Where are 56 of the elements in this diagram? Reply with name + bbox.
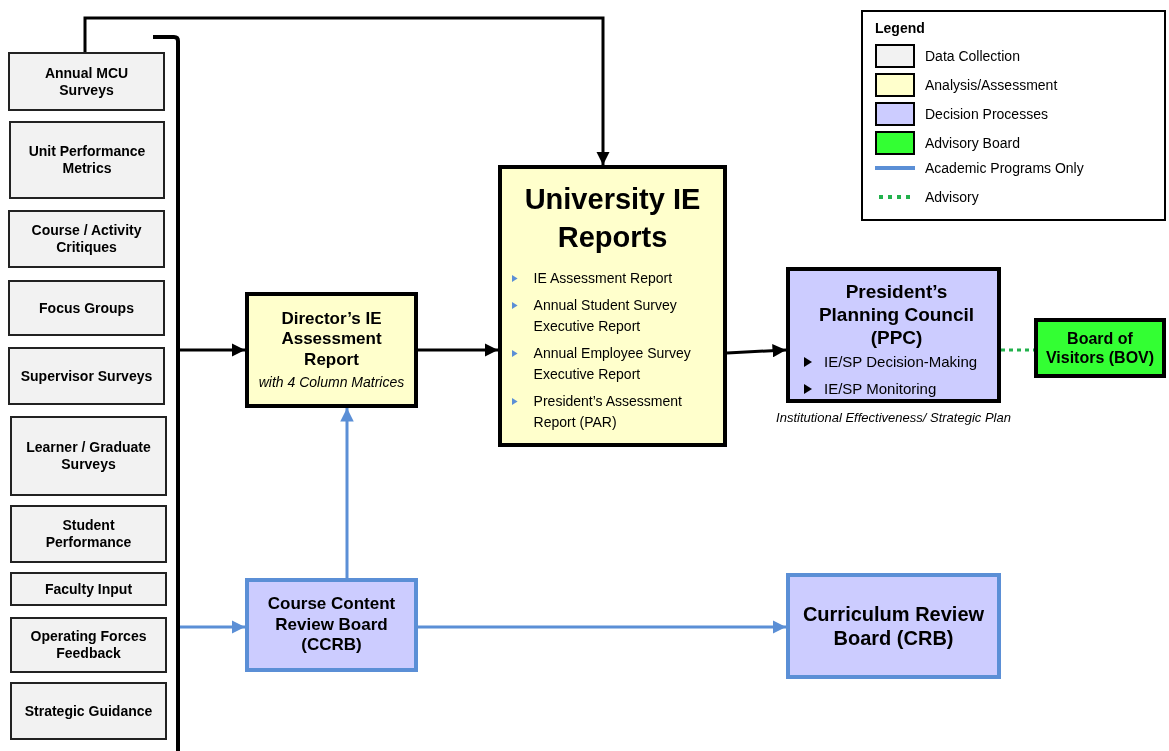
decision-box — [786, 573, 1001, 679]
decision-box — [786, 267, 1001, 403]
node-caption: Institutional Effectiveness/ Strategic Plan — [776, 409, 1011, 427]
arrow — [83, 16, 610, 165]
data-collection-box — [10, 505, 167, 563]
advisory-board-box — [1034, 318, 1166, 378]
legend-label: Advisory Board — [925, 135, 1020, 151]
bullet-item: President’s Assessment Report (PAR) — [533, 392, 683, 433]
box-subtitle: with 4 Column Matrices — [258, 374, 405, 391]
dotted-connector — [1001, 348, 1034, 352]
box-label: Focus Groups — [39, 299, 134, 317]
box-label: Faculty Input — [44, 580, 133, 598]
data-collection-box — [9, 121, 165, 199]
data-collection-box — [8, 280, 165, 336]
arrow — [418, 343, 498, 357]
legend-label: Advisory — [925, 189, 979, 205]
bracket-bar — [150, 34, 182, 751]
box-label: Supervisor Surveys — [20, 367, 153, 385]
box-label: Course / Activity Critiques — [30, 222, 143, 256]
analysis-box — [245, 292, 418, 408]
legend-label: Analysis/Assessment — [925, 77, 1058, 93]
box-label: Course Content Review Board (CCRB) — [266, 594, 397, 656]
data-collection-box — [10, 572, 167, 606]
box-label: Student Performance — [44, 517, 133, 551]
data-collection-box — [10, 416, 167, 496]
arrow — [180, 343, 245, 357]
box-label: Operating Forces Feedback — [29, 628, 148, 662]
box-label: Curriculum Review Board (CRB) — [801, 602, 986, 650]
decision-box — [245, 578, 418, 672]
bullet-item: IE/SP Monitoring — [824, 378, 937, 399]
data-collection-box — [10, 682, 167, 740]
box-label: Learner / Graduate Surveys — [25, 439, 152, 473]
bullet-item: IE Assessment Report — [533, 269, 673, 289]
box-label: Annual MCU Surveys — [43, 64, 130, 99]
data-collection-box — [8, 52, 165, 111]
arrow — [418, 620, 786, 634]
box-label: Board of Visitors (BOV) — [1044, 328, 1156, 368]
data-collection-box — [8, 210, 165, 268]
data-collection-box — [10, 617, 167, 673]
box-heading: President’s Planning Council (PPC) — [817, 281, 976, 350]
legend-title: Legend — [875, 20, 925, 36]
legend-label: Decision Processes — [925, 106, 1048, 122]
box-heading: University IE Reports — [523, 182, 702, 255]
legend-label: Data Collection — [925, 48, 1020, 64]
data-collection-box — [8, 347, 165, 405]
arrow — [180, 620, 245, 634]
arrow — [726, 343, 787, 358]
analysis-box — [498, 165, 727, 447]
bullet-item: Annual Employee Survey Executive Report — [533, 344, 692, 385]
bullet-item: IE/SP Decision-Making — [824, 352, 978, 373]
bullet-item: Annual Student Survey Executive Report — [533, 296, 678, 337]
box-label: Strategic Guidance — [24, 702, 153, 720]
arrow — [340, 408, 354, 578]
box-label: Director’s IE Assessment Report — [280, 309, 383, 371]
legend-label: Academic Programs Only — [925, 160, 1084, 176]
box-label: Unit Performance Metrics — [27, 143, 147, 177]
